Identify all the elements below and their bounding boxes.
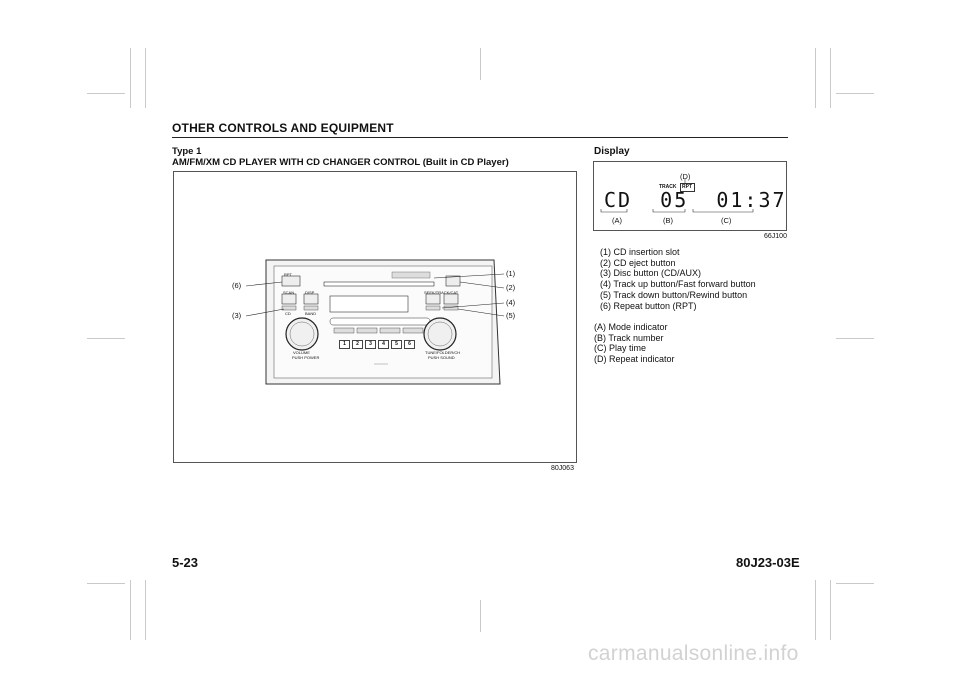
crop-mark [87, 93, 125, 94]
radio-figure-frame [173, 171, 577, 463]
page-number: 5-23 [172, 555, 199, 570]
cd-label: CD [285, 311, 291, 316]
volume-label: VOLUME [293, 350, 310, 355]
numbered-legend: (1) CD insertion slot (2) CD eject butto… [600, 247, 756, 311]
callout-5: (5) [506, 311, 516, 320]
band-label: BAND [305, 311, 317, 316]
rpt-box [680, 183, 695, 192]
crop-mark [130, 580, 131, 640]
header-rule [172, 137, 788, 138]
callout-2: (2) [506, 283, 516, 292]
preset-button-1: 1 [339, 340, 350, 349]
callout-1: (1) [506, 269, 516, 278]
display-label-c: (C) [721, 216, 732, 225]
preset-button-3: 3 [365, 340, 376, 349]
display-figure-code: 66J100 [764, 233, 787, 240]
display-brackets [600, 179, 754, 213]
rpt-label: RPT [284, 272, 292, 277]
type-heading-line1: Type 1 [172, 146, 202, 157]
crop-mark [836, 338, 874, 339]
callout-6: (6) [232, 281, 242, 290]
crop-mark [815, 48, 816, 108]
preset-button-2: 2 [352, 340, 363, 349]
crop-mark [836, 583, 874, 584]
crop-mark [145, 580, 146, 640]
document-code: 80J23-03E [736, 555, 800, 570]
track-indicator: TRACK [659, 184, 677, 190]
preset-button-5: 5 [391, 340, 402, 349]
radio-illustration [245, 259, 505, 385]
disp-label: DISP [305, 290, 315, 295]
crop-mark [480, 600, 481, 632]
rpt-indicator: RPT [682, 184, 692, 190]
tune-label: TUNE/FOLDER/CH [425, 350, 461, 355]
crop-mark [815, 580, 816, 640]
figure-code: 80J063 [551, 465, 574, 472]
section-title: OTHER CONTROLS AND EQUIPMENT [172, 121, 394, 135]
display-label-d: (D) [680, 172, 691, 181]
crop-mark [87, 338, 125, 339]
crop-mark [480, 48, 481, 80]
display-figure-frame [593, 161, 787, 231]
volume-sub-label: PUSH POWER [292, 355, 320, 360]
crop-mark [836, 93, 874, 94]
lcd-readout: CD 05 01:37 [604, 188, 787, 212]
crop-mark [145, 48, 146, 108]
type-heading-line2: AM/FM/XM CD PLAYER WITH CD CHANGER CONTR… [172, 157, 509, 168]
lettered-legend: (A) Mode indicator (B) Track number (C) … [594, 322, 675, 365]
crop-mark [830, 580, 831, 640]
display-label-b: (B) [663, 216, 673, 225]
watermark-text: carmanualsonline.info [588, 642, 799, 665]
type-heading: Type 1 AM/FM/XM CD PLAYER WITH CD CHANGE… [172, 146, 509, 168]
scan-label: SCAN [283, 290, 295, 295]
callout-4: (4) [506, 298, 516, 307]
callout-3: (3) [232, 311, 242, 320]
display-label-a: (A) [612, 216, 622, 225]
crop-mark [130, 48, 131, 108]
display-heading: Display [594, 146, 630, 157]
seek-track-cat-label: SEEK/TRACK/CAT [424, 290, 459, 295]
preset-button-4: 4 [378, 340, 389, 349]
crop-mark [830, 48, 831, 108]
tune-sub-label: PUSH SOUND [428, 355, 455, 360]
crop-mark [87, 583, 125, 584]
preset-button-6: 6 [404, 340, 415, 349]
